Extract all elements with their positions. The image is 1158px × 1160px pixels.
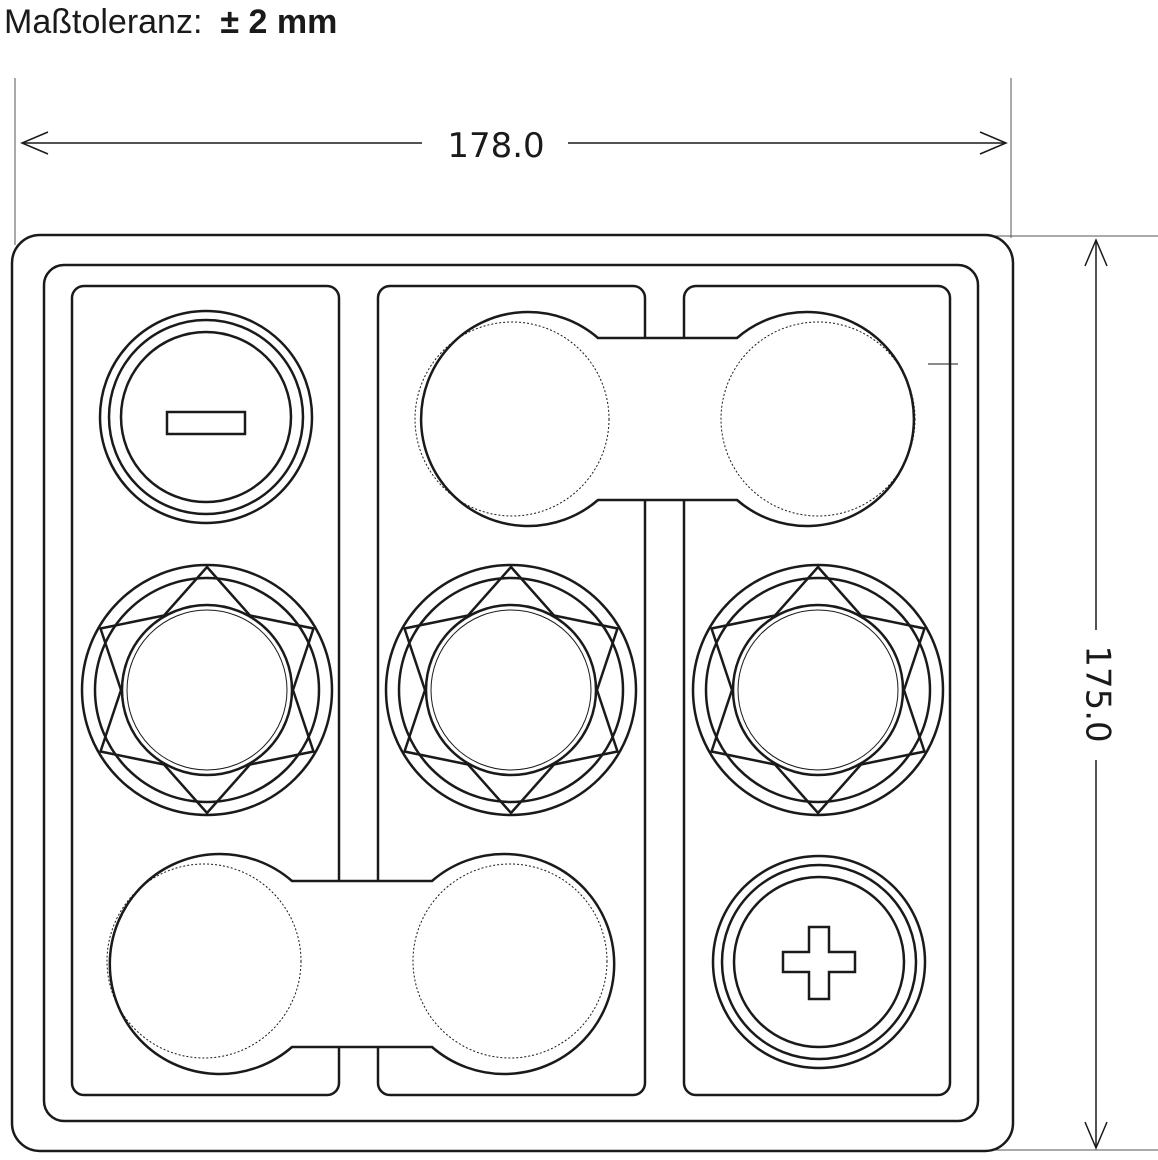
vent-plug-middle bbox=[384, 563, 638, 817]
battery-outer-outline bbox=[10, 233, 1015, 1153]
width-dimension bbox=[20, 131, 1008, 155]
height-dimension bbox=[1084, 238, 1108, 1150]
extension-lines bbox=[14, 78, 1158, 1151]
cell-column-left bbox=[70, 284, 341, 1097]
vent-plug-right bbox=[691, 563, 945, 817]
plus-icon bbox=[781, 925, 857, 1001]
minus-icon bbox=[165, 410, 247, 436]
battery-inner-outline bbox=[42, 263, 980, 1123]
tolerance-note: Maßtoleranz: ± 2 mm bbox=[4, 0, 337, 44]
vent-plug-left bbox=[80, 563, 334, 817]
height-label: 175.0 bbox=[1078, 645, 1118, 742]
cell-column-right bbox=[682, 284, 952, 1097]
tolerance-value: ± 2 mm bbox=[220, 3, 338, 41]
cell-column-middle bbox=[376, 284, 647, 1097]
star-cap-icon bbox=[709, 565, 927, 815]
negative-terminal bbox=[98, 309, 314, 525]
width-label: 178.0 bbox=[447, 126, 544, 166]
cell-connector-top bbox=[414, 310, 958, 528]
tolerance-label: Maßtoleranz: bbox=[4, 3, 203, 41]
positive-terminal bbox=[711, 854, 927, 1070]
star-cap-icon bbox=[98, 565, 316, 815]
cell-connector-bottom bbox=[106, 852, 616, 1076]
star-cap-icon bbox=[402, 565, 620, 815]
